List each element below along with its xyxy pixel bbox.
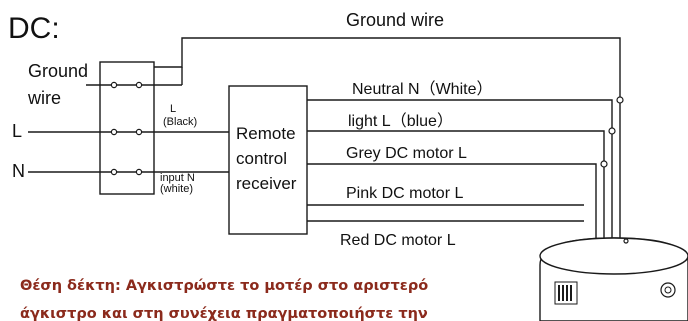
input-n-white-label-line1: input N (160, 172, 195, 184)
input-n-white-label-line2: (white) (160, 183, 193, 195)
diagram-title: DC: (8, 12, 60, 45)
motor-connector-block (554, 281, 578, 305)
install-note-line2: άγκιστρο και στη συνέχεια πραγματοποιήστ… (20, 306, 428, 321)
install-note-line1: Θέση δέκτη: Αγκιστρώστε το μοτέρ στο αρι… (20, 278, 428, 294)
grey-motor-wire-label: Grey DC motor L (346, 145, 467, 162)
pink-motor-wire-label: Pink DC motor L (346, 185, 463, 202)
terminal-block (99, 61, 155, 195)
input-l-label: L (12, 121, 22, 141)
red-motor-wire-label: Red DC motor L (340, 232, 456, 249)
ground-wire-route (100, 37, 621, 238)
motor-screw (660, 282, 676, 298)
receiver-label-line3: receiver (236, 174, 297, 193)
neutral-wire-label: Neutral N（White） (352, 80, 492, 98)
input-n-label: N (12, 161, 25, 181)
fan-motor-housing (539, 237, 688, 321)
wire-junction-dots (600, 96, 624, 168)
ground-label-line2: wire (27, 88, 61, 108)
ground-label-line1: Ground (28, 61, 88, 81)
l-black-label-line2: (Black) (163, 116, 197, 128)
ground-wire-label: Ground wire (346, 10, 444, 30)
receiver-label-line2: control (236, 149, 287, 168)
output-wires (307, 99, 613, 238)
l-black-label-line1: L (170, 103, 176, 115)
light-wire-label: light L（blue） (348, 112, 453, 130)
receiver-label-line1: Remote (236, 124, 296, 143)
remote-receiver-box (228, 85, 308, 235)
